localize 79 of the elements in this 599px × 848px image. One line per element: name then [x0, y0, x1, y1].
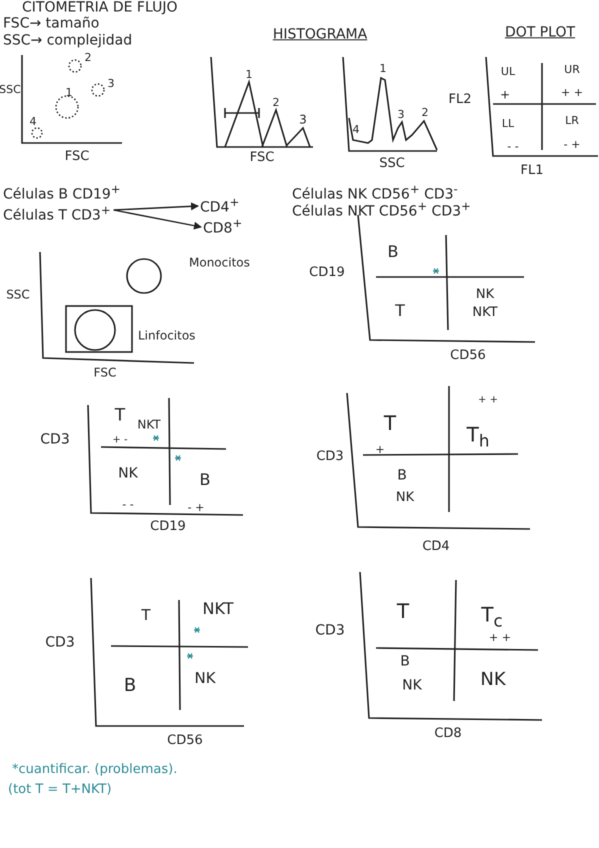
- population-label: T: [114, 406, 126, 426]
- note-text: *cuantificar. (problemas).: [12, 762, 178, 778]
- sign-label: +: [500, 88, 510, 102]
- population-number: 1: [66, 86, 72, 100]
- note-text: Células T CD3$^{+}$: [3, 204, 111, 224]
- peak-number: 2: [272, 96, 280, 110]
- axis-label: SSC: [0, 84, 21, 96]
- population-number: 4: [30, 116, 36, 128]
- sign-label: +: [375, 444, 385, 456]
- quadrant-label: UR: [564, 64, 580, 76]
- population-label: B: [124, 676, 136, 696]
- population-label: Linfocitos: [138, 329, 196, 343]
- population-number: 2: [84, 52, 92, 64]
- note-text: SSC→ complejidad: [3, 33, 132, 49]
- axis-label: CD3: [315, 623, 345, 639]
- population-label: NKT: [137, 418, 161, 432]
- population-label: NK: [480, 670, 506, 690]
- population-label: T$_{c}$: [481, 603, 503, 631]
- population-label: NK: [402, 678, 422, 694]
- population-label: NK: [194, 670, 216, 686]
- sign-label: - +: [188, 502, 204, 514]
- population-label: T: [395, 302, 405, 320]
- population-label: T$_{h}$: [466, 423, 490, 451]
- population-number: 3: [108, 78, 114, 90]
- axis-label: CD56: [450, 348, 486, 364]
- population-label: T: [396, 600, 410, 622]
- peak-number: 3: [299, 113, 307, 127]
- axis-label: CD19: [309, 266, 345, 280]
- marker-label: CD8$^{+}$: [203, 216, 242, 238]
- peak-number: 4: [352, 124, 360, 136]
- axis-label: FSC: [64, 150, 90, 164]
- axis-label: CD3: [40, 432, 70, 448]
- plot-heading: DOT PLOT: [504, 25, 576, 41]
- axis-label: FSC: [250, 150, 274, 166]
- population-label: NK: [476, 288, 494, 302]
- peak-number: 2: [422, 106, 428, 120]
- note-text: Células B CD19$^{+}$: [3, 182, 121, 204]
- population-label: NK: [118, 466, 138, 482]
- axis-label: FL2: [448, 92, 472, 108]
- arrow: [114, 209, 202, 230]
- population-label: Monocitos: [189, 256, 250, 270]
- quadrant-label: LL: [502, 118, 514, 130]
- axis-label: FL1: [520, 164, 544, 178]
- arrow: [114, 202, 199, 211]
- axis-label: CD3: [45, 635, 75, 651]
- sign-label: - -: [122, 498, 134, 512]
- axis-label: FSC: [94, 366, 116, 380]
- axis-label: CD3: [316, 450, 344, 464]
- sign-label: + +: [561, 86, 583, 100]
- sign-label: + +: [478, 394, 498, 406]
- marker-label: CD4$^{+}$: [200, 196, 240, 216]
- quadrant-label: UL: [500, 66, 516, 78]
- note-text: FSC→ tamaño: [3, 16, 100, 32]
- plot-heading: HISTOGRAMA: [272, 27, 368, 43]
- axis-label: CD19: [150, 520, 186, 534]
- population-label: NK: [396, 490, 414, 506]
- page-title: CITOMETRIA DE FLUJO: [22, 0, 178, 16]
- axis-label: SSC: [379, 156, 405, 172]
- population-label: B: [388, 243, 398, 261]
- population-label: T: [141, 606, 151, 624]
- note-text: (tot T = T+NKT): [8, 782, 112, 798]
- sign-label: - -: [507, 140, 519, 154]
- axis-label: SSC: [6, 288, 30, 302]
- population-label: NKT: [202, 600, 234, 618]
- peak-number: 1: [380, 62, 386, 76]
- quadrant-label: LR: [565, 114, 579, 128]
- sign-label: + +: [489, 632, 511, 644]
- population-label: B: [200, 471, 210, 489]
- peak-number: 1: [246, 68, 252, 82]
- axis-label: CD4: [422, 540, 450, 554]
- axis-label: CD56: [167, 734, 203, 748]
- sign-label: + -: [112, 434, 128, 446]
- population-label: B: [397, 468, 407, 484]
- sign-label: - +: [564, 138, 580, 152]
- population-label: B: [400, 654, 410, 670]
- population-label: NKT: [472, 306, 498, 320]
- population-label: T: [384, 412, 396, 434]
- axis-label: CD8: [434, 726, 462, 742]
- peak-number: 3: [398, 108, 404, 122]
